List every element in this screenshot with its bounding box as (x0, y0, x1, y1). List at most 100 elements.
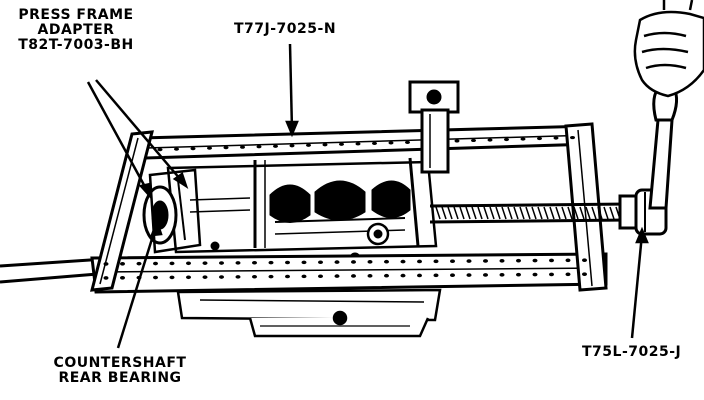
screw-thread (459, 206, 465, 220)
screw-thread (561, 206, 567, 220)
rail-hole (384, 259, 389, 264)
rail-hole (367, 260, 373, 264)
screw-thread (591, 206, 597, 220)
rail-hole (334, 260, 340, 264)
rail-hole (483, 273, 488, 277)
screw-thread (435, 206, 441, 220)
rail-hole (367, 274, 373, 278)
rail-hole (223, 146, 229, 150)
rail-hole (355, 142, 361, 146)
rail-hole (136, 261, 142, 266)
rail-hole (454, 139, 460, 143)
transmission-case (176, 288, 442, 338)
rail-hole (400, 259, 406, 264)
rail-hole (273, 144, 278, 148)
label-press-frame-adapter-line2: ADAPTER (37, 22, 115, 38)
rail-hole (289, 144, 295, 148)
rail-hole (153, 275, 158, 280)
rail-hole (582, 272, 587, 276)
rail-hole (306, 143, 311, 147)
rail-hole (405, 140, 410, 144)
rail-hole (372, 141, 377, 145)
screw-thread (477, 206, 483, 220)
rail-hole (153, 261, 158, 266)
label-press-frame-adapter-line1: PRESS FRAME (18, 7, 134, 23)
clamp-post (408, 80, 460, 174)
rail-hole (240, 145, 245, 149)
label-press-frame-adapter: PRESS FRAME ADAPTER T82T-7003-BH (6, 8, 146, 53)
rail-hole (186, 275, 191, 280)
screw-thread (483, 206, 489, 220)
rail-hole (520, 137, 526, 141)
rail-hole (516, 258, 521, 263)
rail-hole (202, 275, 208, 279)
screw-thread (501, 206, 507, 220)
rail-hole (120, 275, 125, 280)
label-press-frame-adapter-line3: T82T-7003-BH (18, 37, 134, 53)
handle-wrench (648, 84, 679, 210)
screw-thread (585, 206, 591, 220)
rail-hole (318, 260, 323, 265)
rail-hole (466, 273, 472, 277)
rail-hole (334, 274, 340, 278)
screw-thread (549, 206, 555, 220)
screw-thread (489, 206, 495, 220)
rail-hole (202, 261, 208, 265)
rail-hole (466, 259, 472, 263)
screw-thread (573, 206, 579, 220)
rail-hole (268, 274, 274, 279)
rail-hole (103, 262, 109, 266)
hand-icon (633, 0, 704, 98)
rail-hole (285, 274, 290, 279)
rail-hole (301, 274, 307, 279)
rail-hole (582, 258, 587, 262)
label-countershaft-line1: COUNTERSHAFT (53, 355, 187, 371)
label-countershaft-line2: REAR BEARING (58, 370, 182, 386)
rail-hole (285, 260, 290, 265)
rail-hole (532, 272, 538, 277)
screw-thread (513, 206, 519, 220)
rail-hole (450, 273, 455, 278)
rail-hole (103, 276, 109, 280)
rail-hole (417, 273, 422, 278)
lower-frame-rail (90, 252, 608, 294)
rail-hole (516, 272, 521, 277)
rail-hole (499, 273, 505, 277)
rail-hole (565, 258, 571, 263)
rail-hole (169, 261, 175, 266)
leader-lines (86, 43, 649, 349)
screw-thread (495, 206, 501, 220)
screw-thread (567, 206, 573, 220)
rail-hole (537, 136, 542, 141)
rail-hole (450, 259, 455, 264)
rail-hole (351, 274, 356, 278)
rail-hole (483, 259, 488, 263)
rail-hole (549, 258, 554, 263)
rail-hole (252, 260, 257, 265)
rail-hole (174, 147, 179, 151)
screw-thread (447, 206, 453, 220)
screw-thread (465, 206, 471, 220)
rail-hole (190, 147, 196, 151)
rail-hole (219, 275, 224, 279)
screw-thread (609, 206, 615, 220)
rail-hole (351, 260, 356, 264)
screw-thread (543, 206, 549, 220)
rail-hole (388, 141, 394, 145)
rail-hole (504, 137, 509, 142)
screw-thread (579, 206, 585, 220)
rail-hole (318, 274, 323, 279)
rail-hole (235, 275, 241, 279)
rail-hole (433, 259, 439, 264)
screw-thread (507, 206, 513, 220)
upper-frame-rail (137, 124, 594, 160)
rail-hole (499, 259, 505, 263)
rail-hole (433, 273, 439, 278)
rail-hole (301, 260, 307, 265)
rail-hole (471, 138, 476, 143)
forcing-screw (429, 188, 668, 236)
rail-hole (186, 261, 191, 266)
screw-thread (453, 206, 459, 220)
